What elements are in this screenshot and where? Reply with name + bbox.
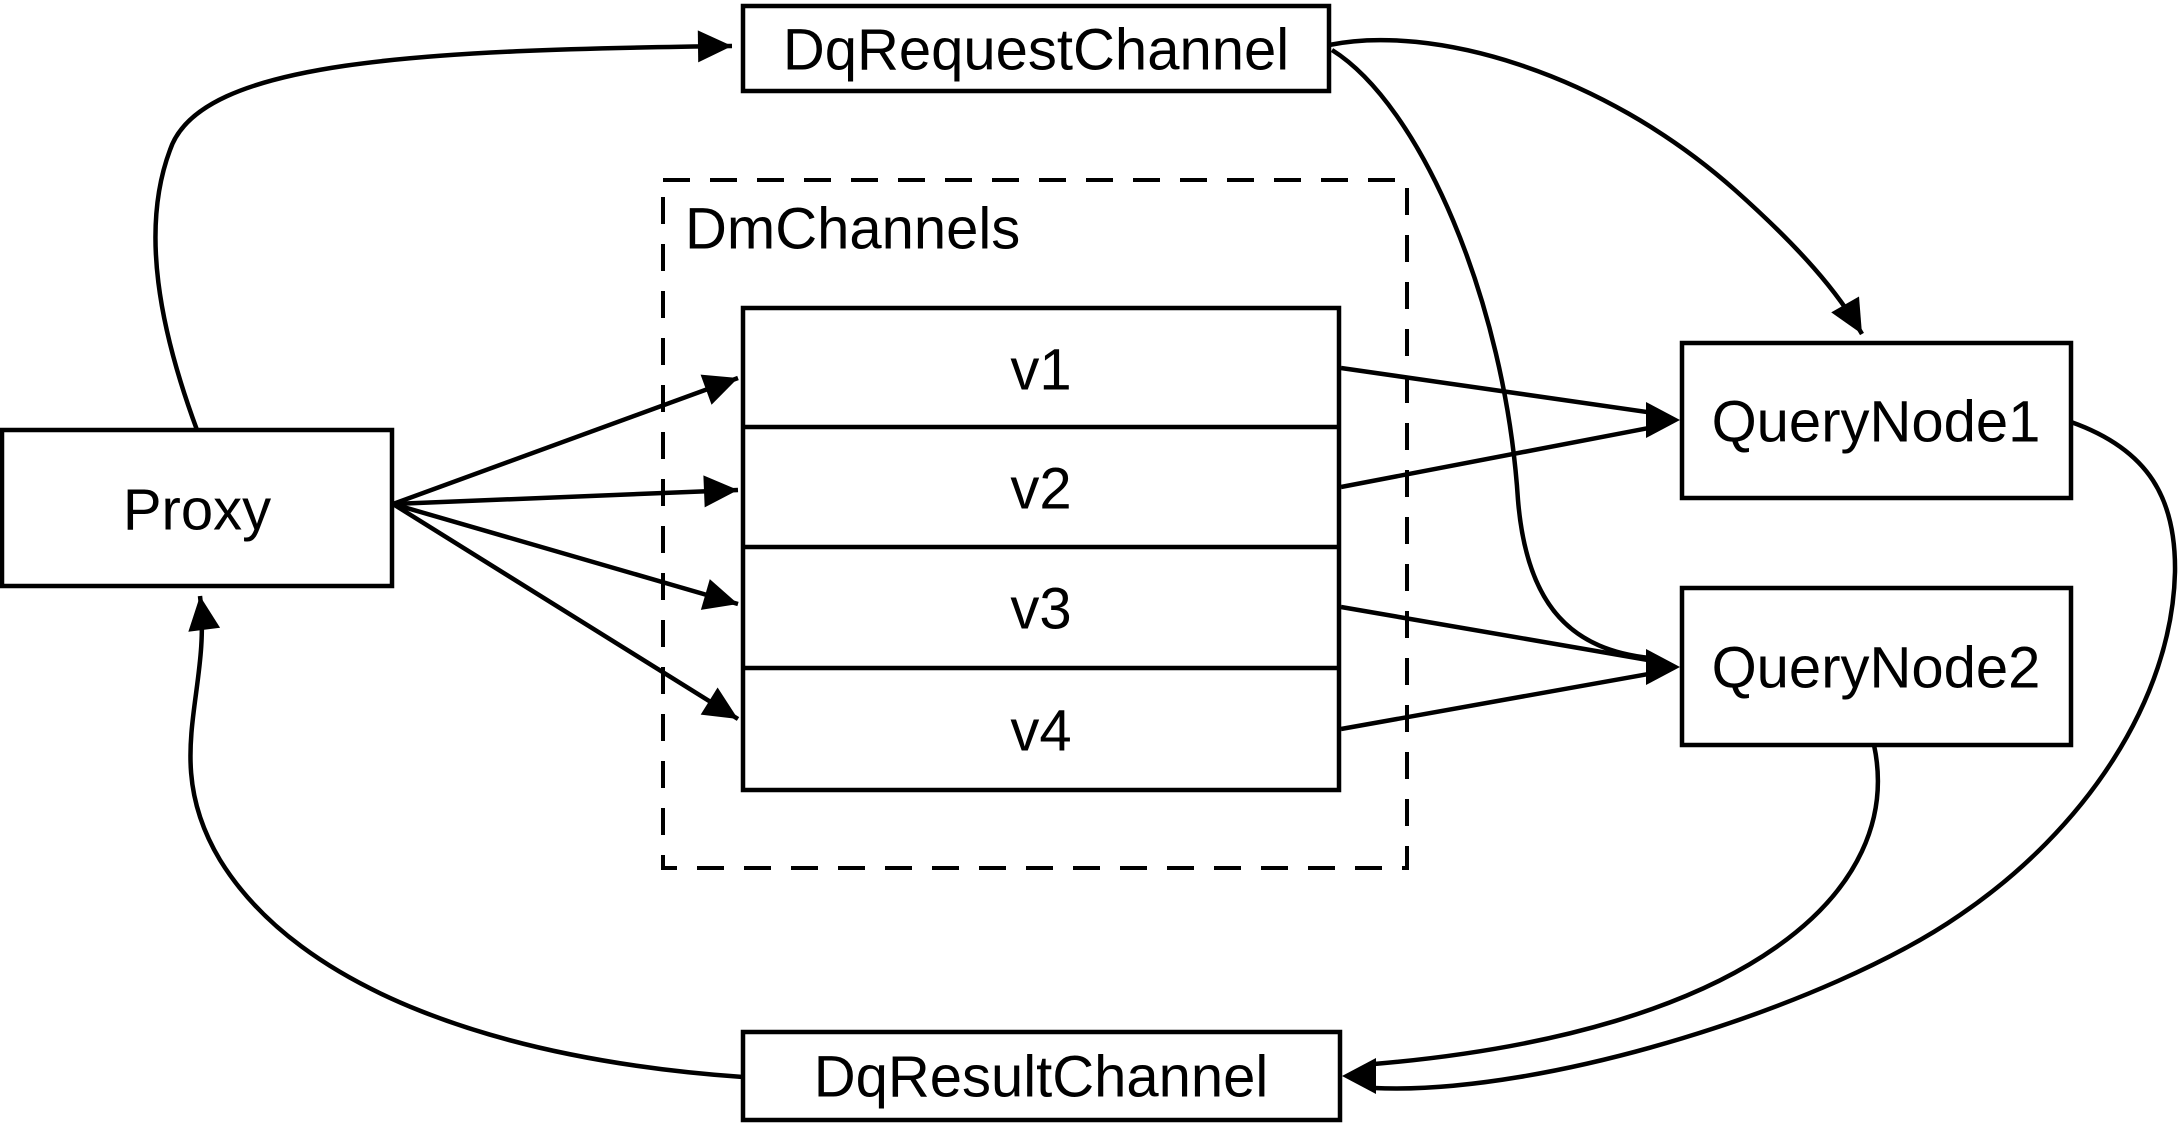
channel-row-v2: v2 — [1010, 457, 1071, 522]
edge-dqresultchannel-to-proxy — [188, 595, 744, 1080]
edge-proxy-to-v2 — [392, 475, 739, 508]
dm-channels-container: DmChannels v1 v2 v3 v4 — [661, 178, 1409, 870]
dm-channels-label: DmChannels — [685, 197, 1020, 262]
channel-row-v1: v1 — [1010, 338, 1071, 403]
edge-v3-to-querynode2 — [1340, 604, 1655, 664]
querynode2-left-arrowhead — [1646, 649, 1680, 685]
query-node-1: QueryNode1 — [1679, 340, 2074, 501]
channel-row-v3: v3 — [1010, 577, 1071, 642]
query-node-2: QueryNode2 — [1679, 585, 2074, 748]
edge-v1-to-querynode1 — [1340, 365, 1655, 416]
channel-row-v4: v4 — [1010, 699, 1071, 764]
edge-v4-to-querynode2 — [1340, 670, 1655, 732]
query-node-1-label: QueryNode1 — [1712, 390, 2041, 455]
dqresultchannel-right-arrowhead — [1342, 1058, 1376, 1094]
query-node-2-label: QueryNode2 — [1712, 636, 2041, 701]
edge-proxy-to-dqrequestchannel — [153, 30, 733, 431]
edge-proxy-to-v4 — [391, 502, 740, 721]
proxy-node: Proxy — [0, 427, 395, 589]
edge-querynode1-to-dqresultchannel — [1373, 419, 2178, 1091]
proxy-label: Proxy — [123, 478, 271, 543]
edge-v2-to-querynode1 — [1340, 424, 1655, 490]
dq-request-channel-node: DqRequestChannel — [740, 3, 1332, 94]
edge-querynode2-to-dqresultchannel — [1373, 744, 1881, 1067]
dq-result-channel-node: DqResultChannel — [740, 1029, 1343, 1123]
edge-dqrequestchannel-to-querynode1 — [1328, 37, 1864, 336]
dq-request-channel-label: DqRequestChannel — [783, 18, 1289, 83]
edge-proxy-to-v3 — [392, 501, 739, 610]
edge-dqrequestchannel-to-querynode2 — [1330, 48, 1651, 661]
edge-proxy-to-v1 — [392, 374, 739, 507]
channel-table: v1 v2 v3 v4 — [740, 305, 1342, 793]
querynode1-left-arrowhead — [1646, 402, 1680, 438]
dq-result-channel-label: DqResultChannel — [814, 1045, 1269, 1110]
